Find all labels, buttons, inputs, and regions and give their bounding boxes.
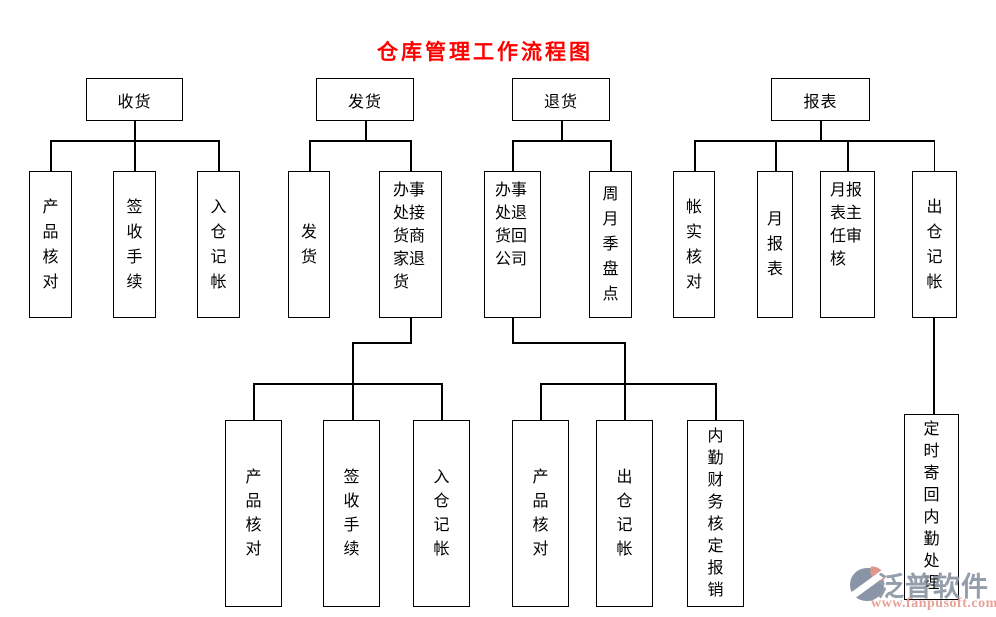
connector-line: [512, 140, 611, 142]
node-product-verify-2: 产品核对: [225, 420, 282, 607]
node-sign-procedures: 签收手续: [113, 171, 156, 318]
connector-line: [933, 318, 935, 414]
connector-line: [694, 140, 696, 171]
node-sign-procedures-2: 签收手续: [323, 420, 380, 607]
connector-line: [134, 121, 136, 141]
connector-line: [624, 342, 626, 420]
connector-line: [309, 140, 411, 142]
connector-line: [218, 140, 220, 171]
branch-label: 发货: [347, 93, 382, 111]
connector-line: [540, 383, 542, 420]
node-product-verify: 产品核对: [29, 171, 72, 318]
node-scheduled-mail-internal-processing: 定时寄回内勤处理: [904, 414, 959, 600]
connector-line: [352, 342, 412, 344]
connector-line: [309, 140, 311, 171]
connector-line: [512, 342, 625, 344]
fanpu-logo-icon: [846, 566, 890, 606]
connector-line: [512, 318, 514, 343]
connector-line: [820, 121, 822, 141]
connector-line: [134, 140, 136, 171]
connector-line: [775, 140, 777, 171]
diagram-title: 仓库管理工作流程图: [377, 40, 593, 64]
node-office-returns-to-company: 办事处退货回公司: [484, 171, 541, 318]
node-warehouse-in-bookkeeping: 入仓 记帐: [197, 171, 243, 318]
connector-line: [352, 342, 354, 420]
branch-shipping: 发货: [316, 78, 414, 121]
connector-line: [441, 383, 443, 420]
node-warehouse-in-bookkeeping-2: 入仓 记帐: [413, 420, 470, 607]
branch-receiving: 收货: [86, 78, 183, 121]
branch-reports: 报表: [771, 78, 870, 121]
connector-line: [253, 383, 442, 385]
branch-label: 收货: [117, 93, 152, 111]
connector-line: [540, 383, 716, 385]
branch-returns: 退货: [512, 78, 610, 121]
connector-line: [512, 140, 514, 171]
connector-line: [410, 318, 412, 343]
connector-line: [933, 140, 935, 171]
connector-line: [410, 140, 412, 171]
node-office-receives-merchant-returns: 办事处接货商家退货: [379, 171, 442, 318]
branch-label: 退货: [543, 93, 578, 111]
node-weekly-monthly-quarterly-stocktake: 周月季盘点: [589, 171, 632, 318]
node-product-verify-3: 产品核对: [512, 420, 569, 607]
node-account-reality-check: 帐实核对: [673, 171, 715, 318]
connector-line: [694, 140, 935, 142]
branch-label: 报表: [803, 93, 838, 111]
connector-line: [561, 121, 563, 141]
connector-line: [847, 140, 849, 171]
connector-line: [253, 383, 255, 420]
node-ship-goods: 发 货: [288, 171, 333, 318]
node-warehouse-out-bookkeeping-2: 出仓 记帐: [596, 420, 653, 607]
node-warehouse-out-bookkeeping: 出仓 记帐: [912, 171, 959, 318]
connector-line: [50, 140, 52, 171]
connector-line: [365, 121, 367, 141]
connector-line: [610, 140, 612, 171]
node-internal-finance-reimbursement: 内勤财务核定报销: [687, 420, 744, 607]
connector-line: [715, 383, 717, 420]
node-monthly-report: 月报表: [757, 171, 793, 318]
node-report-director-audit: 月报表主任审核: [820, 171, 875, 318]
